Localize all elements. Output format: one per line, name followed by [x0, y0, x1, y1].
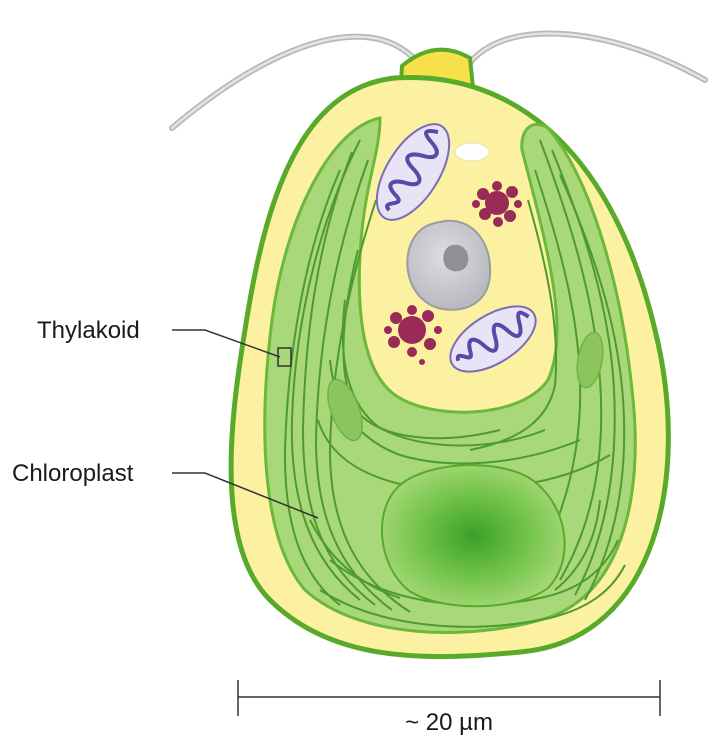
scale-bar-label: ~ 20 µm — [405, 709, 493, 736]
thylakoid-label: Thylakoid — [37, 317, 140, 344]
pyrenoid — [382, 465, 565, 606]
chloroplast-label: Chloroplast — [12, 460, 134, 487]
scale-bar: ~ 20 µm — [238, 680, 660, 736]
contractile-vacuole — [455, 143, 489, 161]
nucleolus — [443, 245, 468, 272]
flagellum-right — [458, 34, 705, 87]
